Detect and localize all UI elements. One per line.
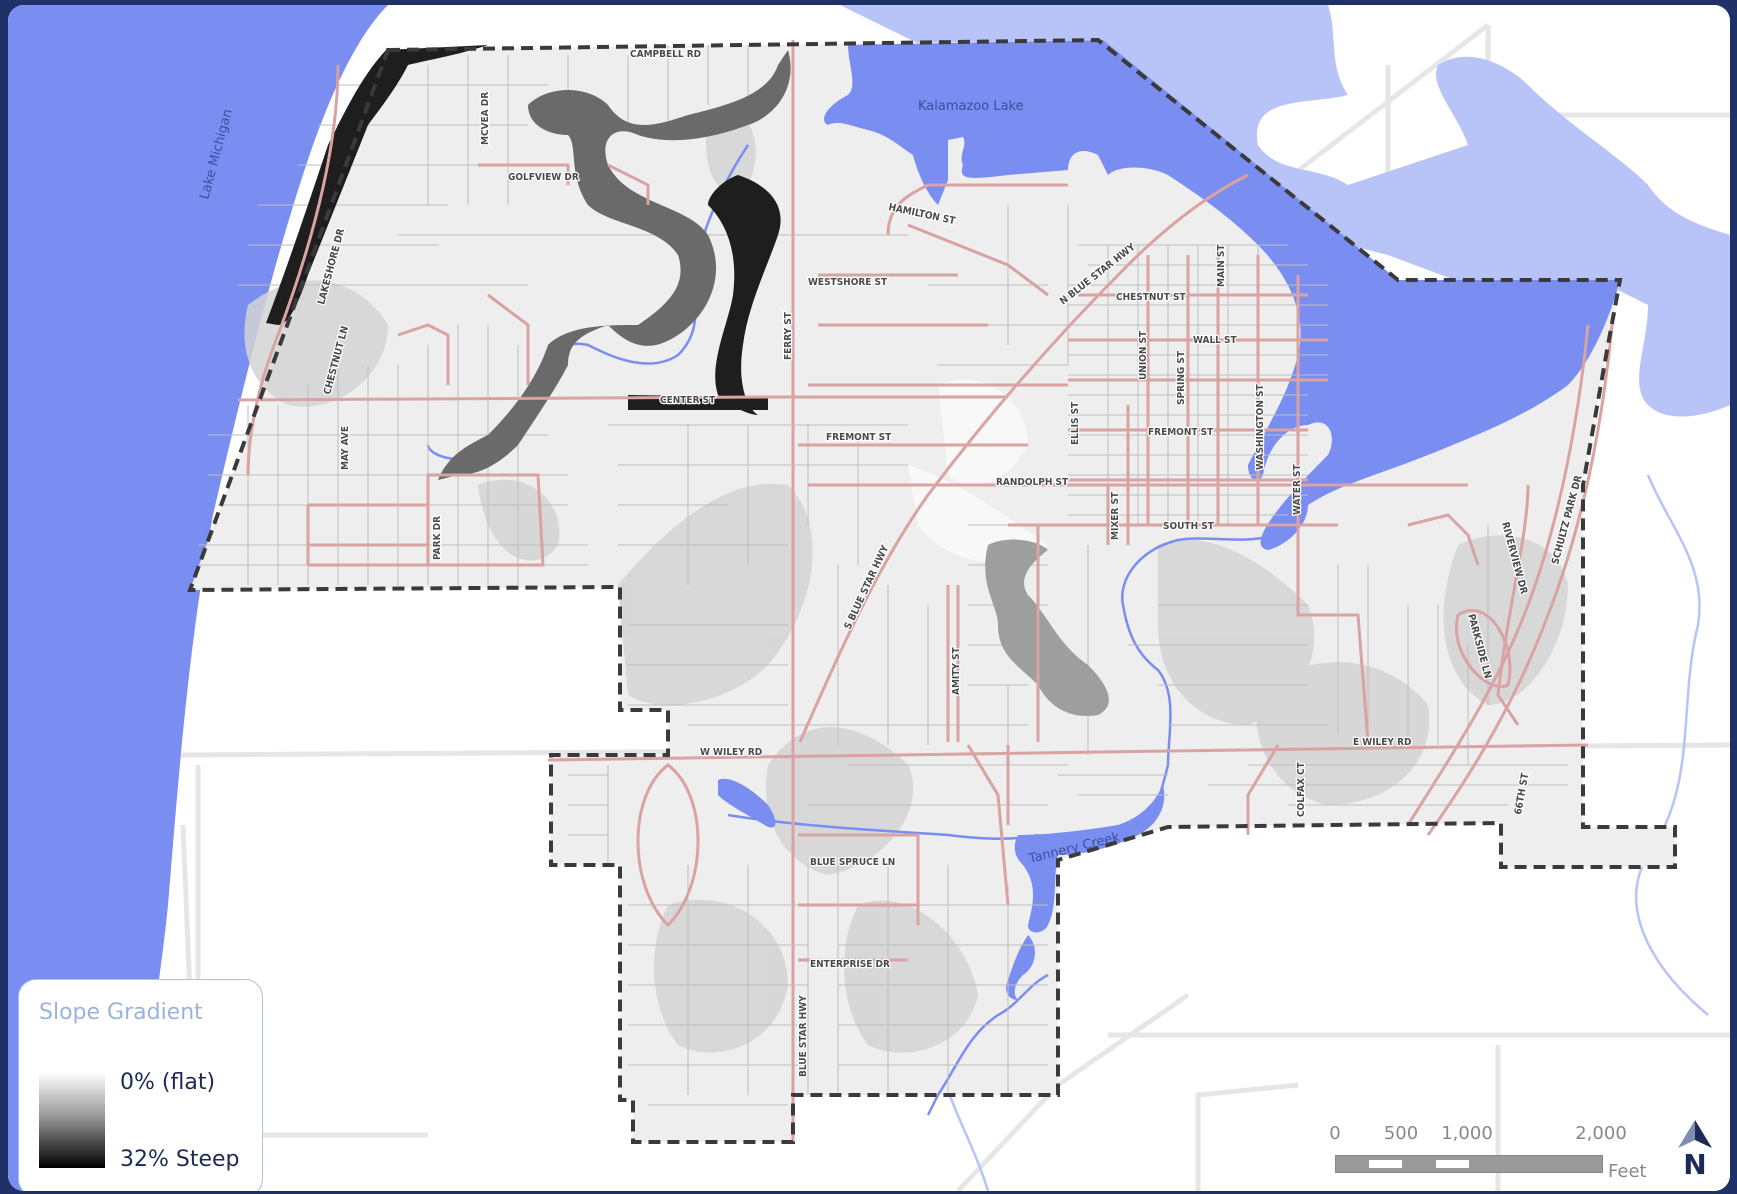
scale-tick: 1,000 [1441,1123,1493,1144]
pond-west [718,778,776,828]
river-east [1634,474,1709,1016]
street-label: MIXER ST [1110,491,1121,540]
street-label: E WILEY RD [1353,737,1411,748]
street-label: WATER ST [1292,464,1303,515]
kalamazoo-lake [824,40,1620,550]
street-label: CENTER ST [660,395,716,406]
scale-unit: Feet [1608,1161,1647,1182]
roads [237,40,1615,1142]
legend-title: Slope Gradient [39,1000,203,1025]
slope-gradient-ramp [39,1072,105,1168]
street-label: SOUTH ST [1163,521,1215,532]
street-label: MAIN ST [1216,244,1227,287]
north-arrow-icon [1678,1120,1712,1148]
parcel-lines [198,45,1568,1106]
street-label: RANDOLPH ST [996,477,1069,488]
north-label: N [1683,1148,1707,1181]
street-label: ENTERPRISE DR [810,959,890,970]
scale-bar: 0 500 1,000 2,000 Feet [1325,1123,1646,1185]
street-label: GOLFVIEW DR [508,172,579,183]
street-label: WESTSHORE ST [808,277,888,288]
lake-michigan [8,5,388,1191]
street-label: MAY AVE [340,426,351,470]
scale-segment [1436,1160,1469,1168]
steep-slopes [266,45,1109,716]
street-label: FREMONT ST [1148,427,1214,438]
street-label: W WILEY RD [700,747,762,758]
kalamazoo-lake-label: Kalamazoo Lake [918,99,1024,114]
street-label: BLUE STAR HWY [798,995,809,1077]
street-label: WALL ST [1193,335,1238,346]
street-label: SPRING ST [1176,350,1187,405]
street-label: ELLIS ST [1070,401,1081,445]
legend-steep-label: 32% Steep [120,1147,240,1172]
street-label: CAMPBELL RD [630,49,701,60]
legend-flat-label: 0% (flat) [120,1070,216,1095]
scale-segment [1369,1160,1402,1168]
street-label: CHESTNUT ST [1116,292,1186,303]
street-label: AMITY ST [951,646,962,695]
north-arrow: N [1672,1118,1718,1182]
street-label: UNION ST [1138,330,1149,380]
street-label: COLFAX CT [1296,761,1307,817]
scale-tick: 2,000 [1575,1123,1627,1144]
legend: Slope Gradient 0% (flat) 32% Steep [18,979,263,1191]
map-frame[interactable]: Lake Michigan Kalamazoo Lake Tannery Cre… [8,5,1730,1191]
tannery-pond [1014,785,1165,933]
scale-track [1335,1155,1603,1173]
street-label: MCVEA DR [480,92,491,145]
street-label: BLUE SPRUCE LN [810,857,895,868]
street-label: PARK DR [432,516,443,560]
scale-tick: 0 [1329,1123,1341,1144]
street-label: FREMONT ST [826,432,892,443]
street-label: FERRY ST [783,311,794,360]
city-boundary [187,37,1677,1144]
slope-map[interactable]: Lake Michigan Kalamazoo Lake Tannery Cre… [8,5,1730,1191]
street-label: WASHINGTON ST [1255,384,1266,470]
scale-tick: 500 [1383,1123,1419,1144]
